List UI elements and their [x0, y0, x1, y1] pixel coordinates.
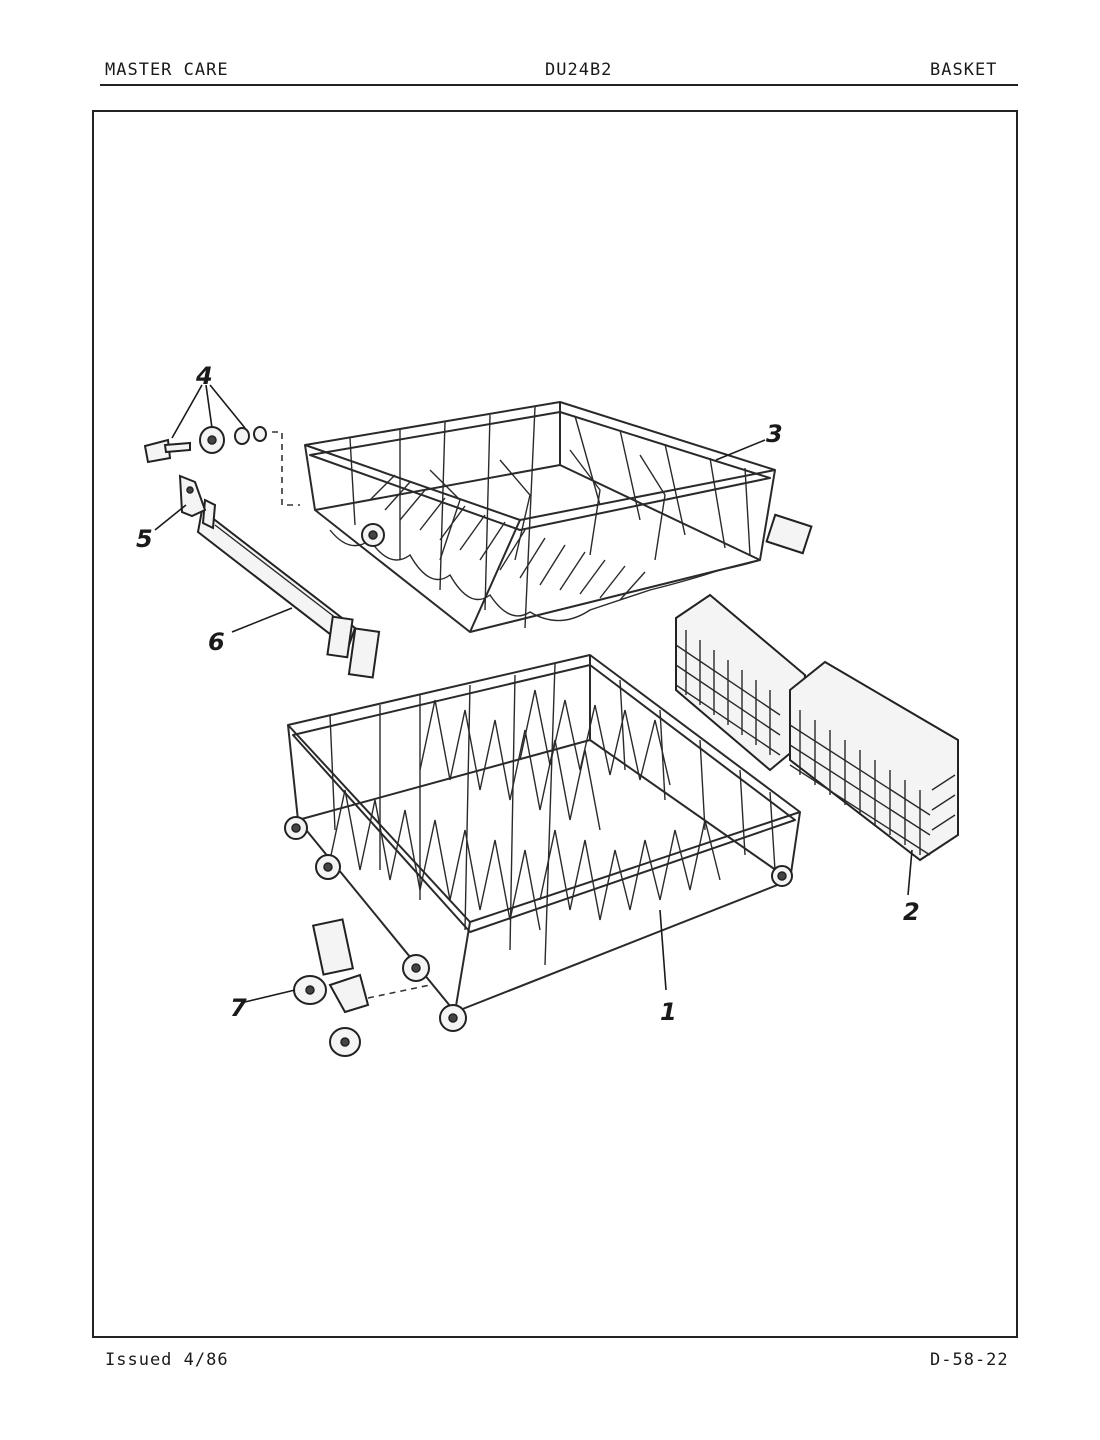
- callout-6: 6: [208, 628, 225, 656]
- callout-5: 5: [136, 525, 153, 553]
- footer-issued: Issued 4/86: [105, 1350, 229, 1370]
- leader-4: [171, 384, 246, 439]
- callout-3: 3: [766, 420, 783, 448]
- footer-page-code: D-58-22: [930, 1350, 1009, 1370]
- diagram-frame: [92, 110, 1018, 1338]
- header-brand: MASTER CARE: [105, 60, 229, 80]
- roller-assembly: [293, 918, 370, 1057]
- leader-6: [231, 607, 293, 633]
- leader-5: [154, 504, 187, 531]
- rail-end-bracket: [178, 474, 207, 518]
- header-rule: [100, 84, 1018, 86]
- leader-3: [715, 439, 766, 461]
- leader-2: [907, 849, 913, 896]
- callout-7: 7: [230, 994, 247, 1022]
- silverware-basket: [675, 593, 959, 862]
- roller-hardware: [143, 426, 267, 464]
- slide-rail: [196, 498, 381, 679]
- hardware-assembly-line: [272, 431, 300, 506]
- upper-rack: [304, 401, 813, 633]
- callout-4: 4: [195, 362, 213, 390]
- lower-rack: [284, 654, 801, 1032]
- header-section: BASKET: [930, 60, 998, 80]
- roller-assembly-line: [367, 984, 431, 999]
- leader-7: [244, 989, 296, 1003]
- callout-2: 2: [903, 898, 920, 926]
- header-model: DU24B2: [545, 60, 613, 80]
- callout-1: 1: [660, 998, 677, 1026]
- leader-1: [659, 909, 667, 991]
